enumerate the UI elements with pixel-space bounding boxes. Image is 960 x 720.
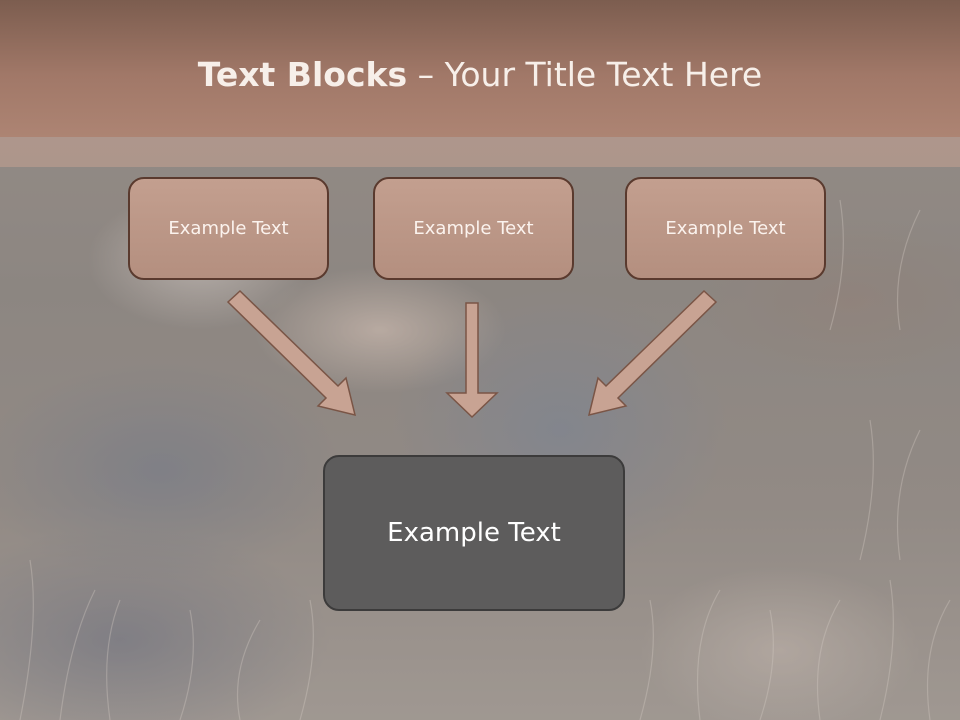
arrow-right-icon	[587, 289, 718, 417]
title-bold: Text Blocks	[197, 55, 408, 94]
title-band	[0, 0, 960, 137]
main-text-block-label: Example Text	[387, 518, 561, 548]
text-block-2-label: Example Text	[413, 218, 534, 239]
title-band-shadow	[0, 137, 960, 167]
main-text-block[interactable]: Example Text	[323, 455, 625, 611]
title-rest: Your Title Text Here	[444, 55, 763, 94]
text-block-1[interactable]: Example Text	[128, 177, 329, 280]
slide-title: Text Blocks – Your Title Text Here	[0, 52, 960, 98]
text-block-3[interactable]: Example Text	[625, 177, 826, 280]
text-block-1-label: Example Text	[168, 218, 289, 239]
arrow-left-icon	[226, 289, 357, 417]
title-dash: –	[407, 55, 445, 94]
text-block-2[interactable]: Example Text	[373, 177, 574, 280]
text-block-3-label: Example Text	[665, 218, 786, 239]
arrow-center-icon	[445, 302, 499, 419]
